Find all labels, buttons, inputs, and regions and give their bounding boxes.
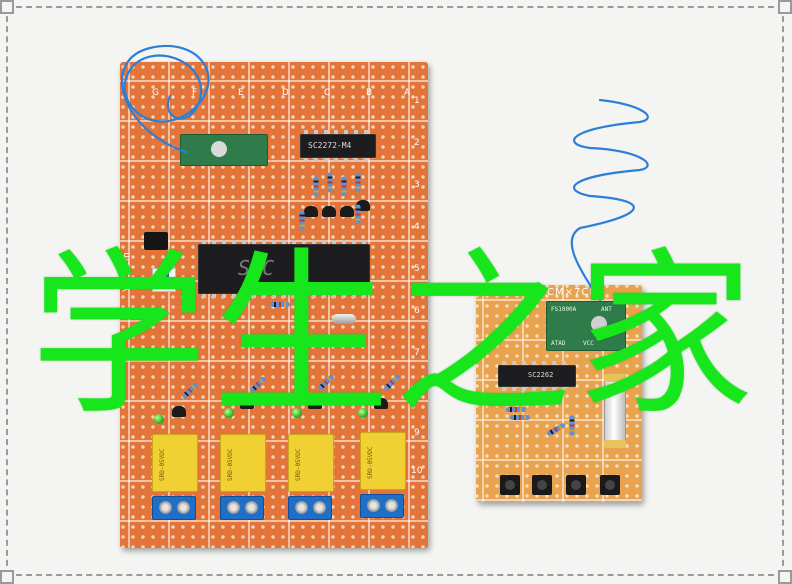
row-number: 7 — [414, 348, 420, 358]
resistor — [313, 176, 319, 197]
transmitter-board: YS--5CM×7CM FS1000A ANT VCC ATAD SC2262 — [476, 285, 642, 502]
relay: SRD-05VDC — [220, 434, 266, 492]
column-letter: F — [192, 88, 198, 98]
status-led — [292, 408, 302, 418]
decoder-ic-label: SC2272-M4 — [308, 141, 352, 150]
encoder-ic-label: SC2262 — [528, 371, 554, 379]
board-size-label: YS-15cm — [122, 252, 132, 292]
saw-resonator — [591, 316, 607, 332]
resistor — [355, 172, 361, 193]
transistor — [172, 406, 186, 417]
screw-terminal — [152, 496, 196, 520]
row-number: 3 — [414, 180, 420, 190]
dc-power-jack — [144, 232, 168, 250]
frame-corner-bottom-right — [778, 570, 792, 584]
tuning-coil — [211, 141, 227, 157]
resistor — [249, 375, 267, 394]
column-letter: D — [282, 88, 289, 98]
rf-pin-vcc: VCC — [583, 340, 594, 347]
resistor — [270, 302, 290, 307]
resistor — [510, 415, 530, 420]
row-number: 5 — [414, 264, 420, 274]
resistor — [299, 210, 305, 231]
battery-holder — [604, 374, 626, 448]
column-letter: A — [404, 88, 411, 98]
transistor — [240, 398, 254, 409]
screw-terminal — [220, 496, 264, 520]
remote-button-4 — [600, 475, 620, 495]
board-size-title: YS--5CM×7CM — [516, 287, 599, 298]
row-number: 8 — [414, 388, 420, 398]
microcontroller-ic: STC — [198, 240, 370, 298]
dashed-photo-frame — [6, 6, 784, 576]
row-number: 1 — [414, 96, 420, 106]
row-number: 9 — [414, 428, 420, 438]
column-letter: E — [238, 88, 244, 98]
row-number: 6 — [414, 306, 420, 316]
push-button-switch — [152, 268, 176, 292]
frame-corner-top-left — [0, 0, 14, 14]
row-number: 2 — [414, 138, 420, 148]
frame-corner-bottom-left — [0, 570, 14, 584]
rf-transmitter-module: FS1000A ANT VCC ATAD — [546, 301, 626, 351]
remote-button-3 — [566, 475, 586, 495]
resistor — [355, 204, 361, 225]
microcontroller-label: STC — [238, 256, 275, 280]
resistor — [546, 422, 566, 437]
rf-pin-data: ATAD — [551, 340, 566, 347]
transistor — [356, 200, 370, 211]
transistor — [322, 206, 336, 217]
encoder-ic: SC2262 — [498, 361, 576, 391]
rf-module-label: FS1000A — [551, 306, 577, 313]
decoder-ic: SC2272-M4 — [300, 130, 376, 162]
resistor — [383, 373, 401, 392]
status-led — [224, 408, 234, 418]
remote-button-1 — [500, 475, 520, 495]
resistor — [569, 415, 575, 436]
resistor — [341, 176, 347, 197]
relay: SRD-05VDC — [152, 434, 198, 492]
resistor — [327, 172, 333, 193]
receiver-board: G F E D C B A 1 2 3 4 5 6 7 8 9 10 YS-15… — [120, 62, 428, 548]
resistor — [506, 407, 526, 412]
crystal-oscillator — [332, 314, 356, 324]
column-letter: G — [152, 88, 159, 98]
resistor — [303, 288, 309, 309]
frame-corner-top-right — [778, 0, 792, 14]
transistor — [374, 398, 388, 409]
row-number: 10 — [411, 466, 423, 476]
remote-button-2 — [532, 475, 552, 495]
screw-terminal — [360, 494, 404, 518]
transistor — [340, 206, 354, 217]
rf-receiver-module — [180, 134, 268, 166]
status-led — [358, 408, 368, 418]
resistor — [317, 373, 335, 392]
rf-pin-ant: ANT — [601, 306, 612, 313]
row-number: 4 — [414, 222, 420, 232]
status-led — [154, 414, 164, 424]
transistor — [308, 398, 322, 409]
resistor — [181, 381, 199, 400]
screw-terminal — [288, 496, 332, 520]
relay: SRD-05VDC — [288, 434, 334, 492]
relay: SRD-05VDC — [360, 432, 406, 490]
column-letter: C — [324, 88, 331, 98]
transistor — [304, 206, 318, 217]
column-letter: B — [366, 88, 373, 98]
